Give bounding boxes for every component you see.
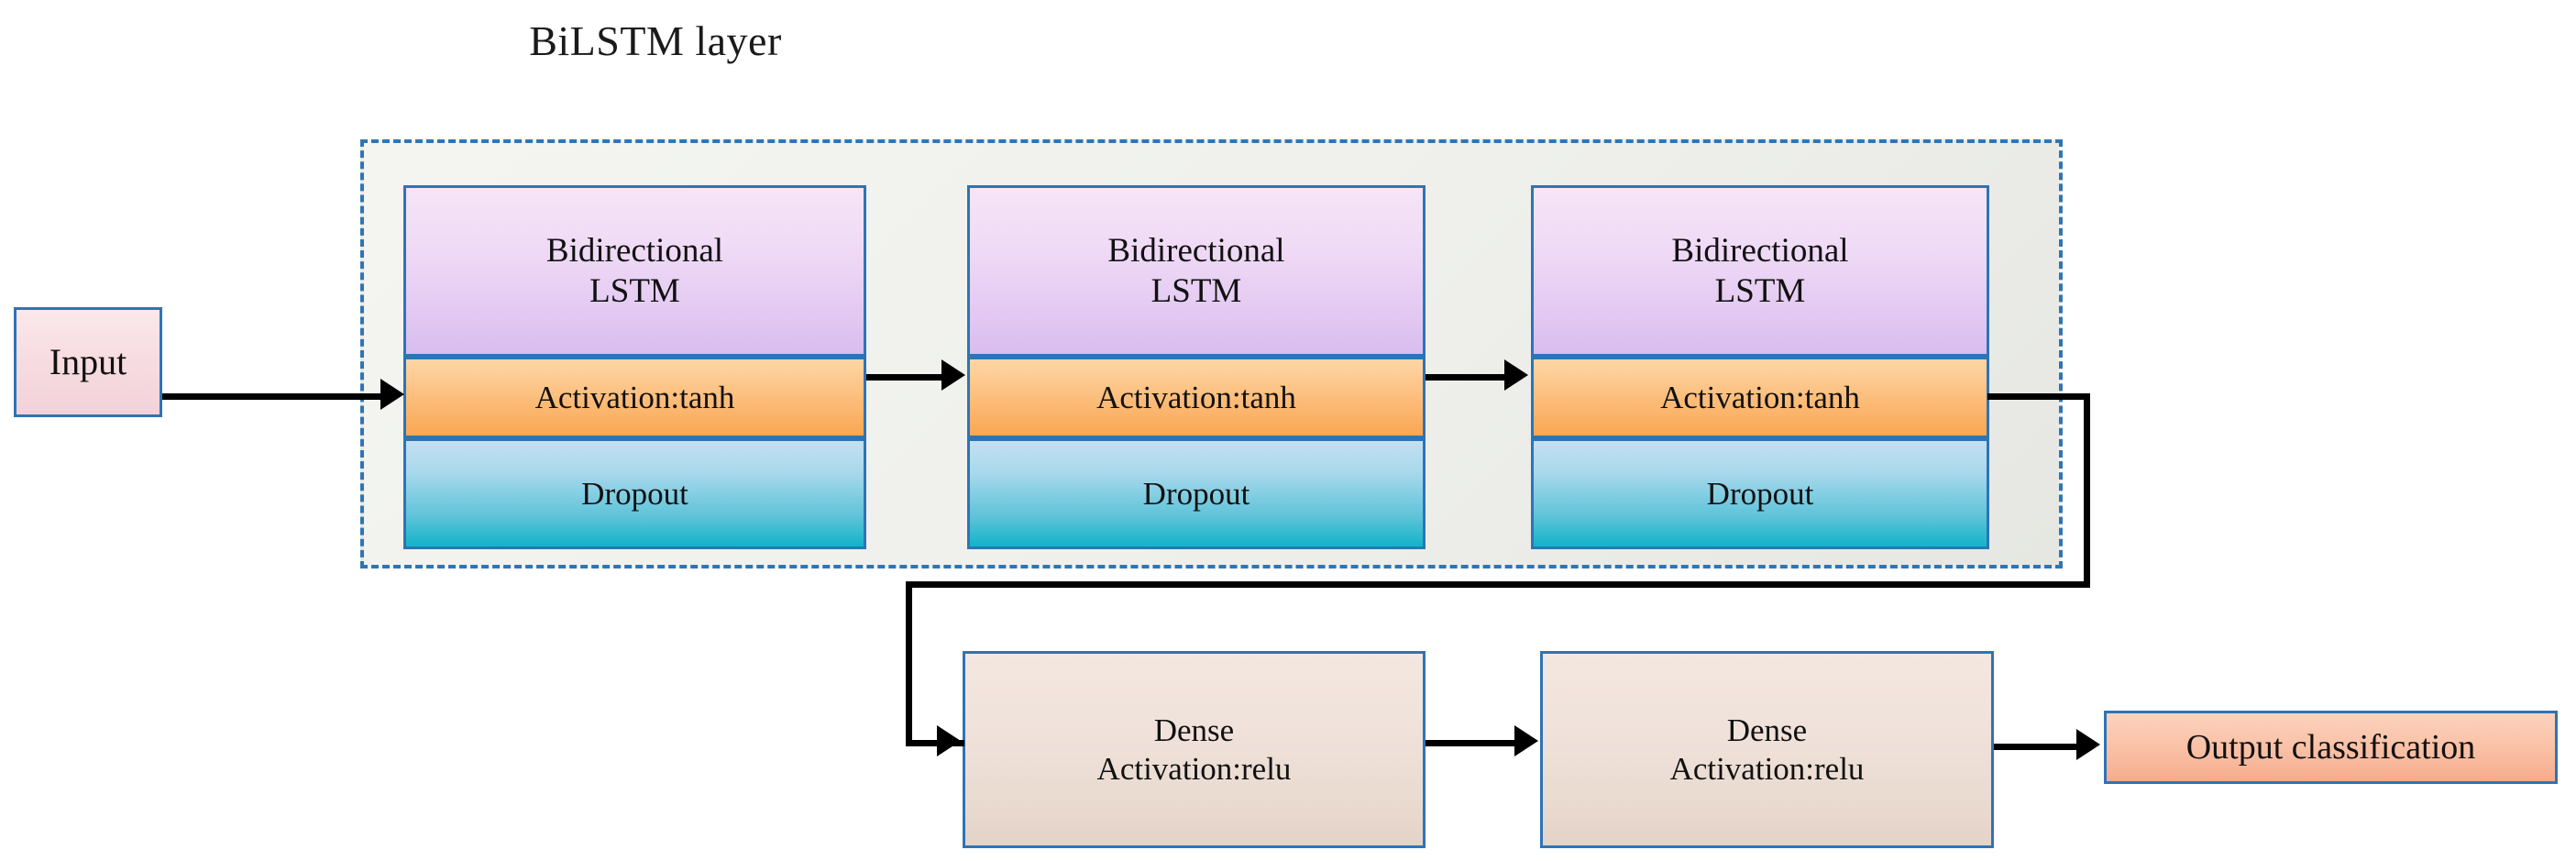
arrow-block2-to-block3-head: [1504, 359, 1528, 391]
bilstm-block-2-lstm-label: Bidirectional LSTM: [1107, 231, 1284, 311]
bilstm-block-1-lstm-line2: LSTM: [589, 271, 680, 310]
dense-layer-2[interactable]: Dense Activation:relu: [1540, 651, 1994, 848]
dense-layer-1[interactable]: Dense Activation:relu: [963, 651, 1426, 848]
bilstm-block-3-lstm-line1: Bidirectional: [1671, 231, 1849, 270]
arrow-block1-to-block2-line: [866, 374, 945, 381]
bilstm-block-2-lstm-line2: LSTM: [1150, 271, 1242, 310]
output-classification-box[interactable]: Output classification: [2104, 711, 2558, 784]
bilstm-block-3-lstm-label: Bidirectional LSTM: [1671, 231, 1848, 311]
bilstm-block-2-lstm[interactable]: Bidirectional LSTM: [967, 185, 1426, 357]
dense-layer-2-line1: Dense: [1726, 712, 1808, 749]
bilstm-block-3-lstm-line2: LSTM: [1714, 271, 1806, 310]
dense-layer-1-label: Dense Activation:relu: [1097, 712, 1292, 788]
dense-layer-2-line2: Activation:relu: [1669, 750, 1865, 787]
input-box[interactable]: Input: [14, 307, 162, 417]
bilstm-block-3-lstm[interactable]: Bidirectional LSTM: [1531, 185, 1989, 357]
dense-layer-1-line2: Activation:relu: [1096, 750, 1292, 787]
arrow-dense1-to-dense2-line: [1426, 740, 1517, 746]
bilstm-block-3-dropout[interactable]: Dropout: [1531, 438, 1989, 549]
bilstm-block-1-lstm-label: Bidirectional LSTM: [546, 231, 723, 311]
arrow-dense2-to-output-head: [2076, 729, 2100, 760]
bilstm-block-3-activation[interactable]: Activation:tanh: [1531, 357, 1989, 438]
connector-return-vertical: [906, 581, 912, 746]
connector-block3-out-vertical: [2084, 393, 2090, 588]
arrow-into-dense1-head: [937, 725, 961, 756]
arrow-block2-to-block3-line: [1426, 374, 1504, 381]
dense-layer-2-label: Dense Activation:relu: [1670, 712, 1865, 788]
bilstm-block-1-activation[interactable]: Activation:tanh: [403, 357, 866, 438]
bilstm-block-1-lstm[interactable]: Bidirectional LSTM: [403, 185, 866, 357]
bilstm-block-1-lstm-line1: Bidirectional: [545, 231, 724, 270]
arrow-input-to-block1-line: [162, 393, 384, 400]
dense-layer-1-line1: Dense: [1153, 712, 1235, 749]
bilstm-block-2-activation[interactable]: Activation:tanh: [967, 357, 1426, 438]
arrow-input-to-block1-head: [380, 379, 404, 410]
page-title: BiLSTM layer: [529, 17, 782, 64]
bilstm-block-2-dropout[interactable]: Dropout: [967, 438, 1426, 549]
connector-block3-out-horizontal: [1987, 393, 2090, 400]
arrow-block1-to-block2-head: [941, 359, 965, 391]
connector-return-horizontal: [906, 581, 2090, 588]
arrow-dense1-to-dense2-head: [1514, 725, 1538, 756]
bilstm-block-1-dropout[interactable]: Dropout: [403, 438, 866, 549]
connector-into-dense1-horizontal: [906, 740, 964, 746]
arrow-dense2-to-output-line: [1994, 744, 2080, 750]
bilstm-block-2-lstm-line1: Bidirectional: [1107, 231, 1285, 270]
